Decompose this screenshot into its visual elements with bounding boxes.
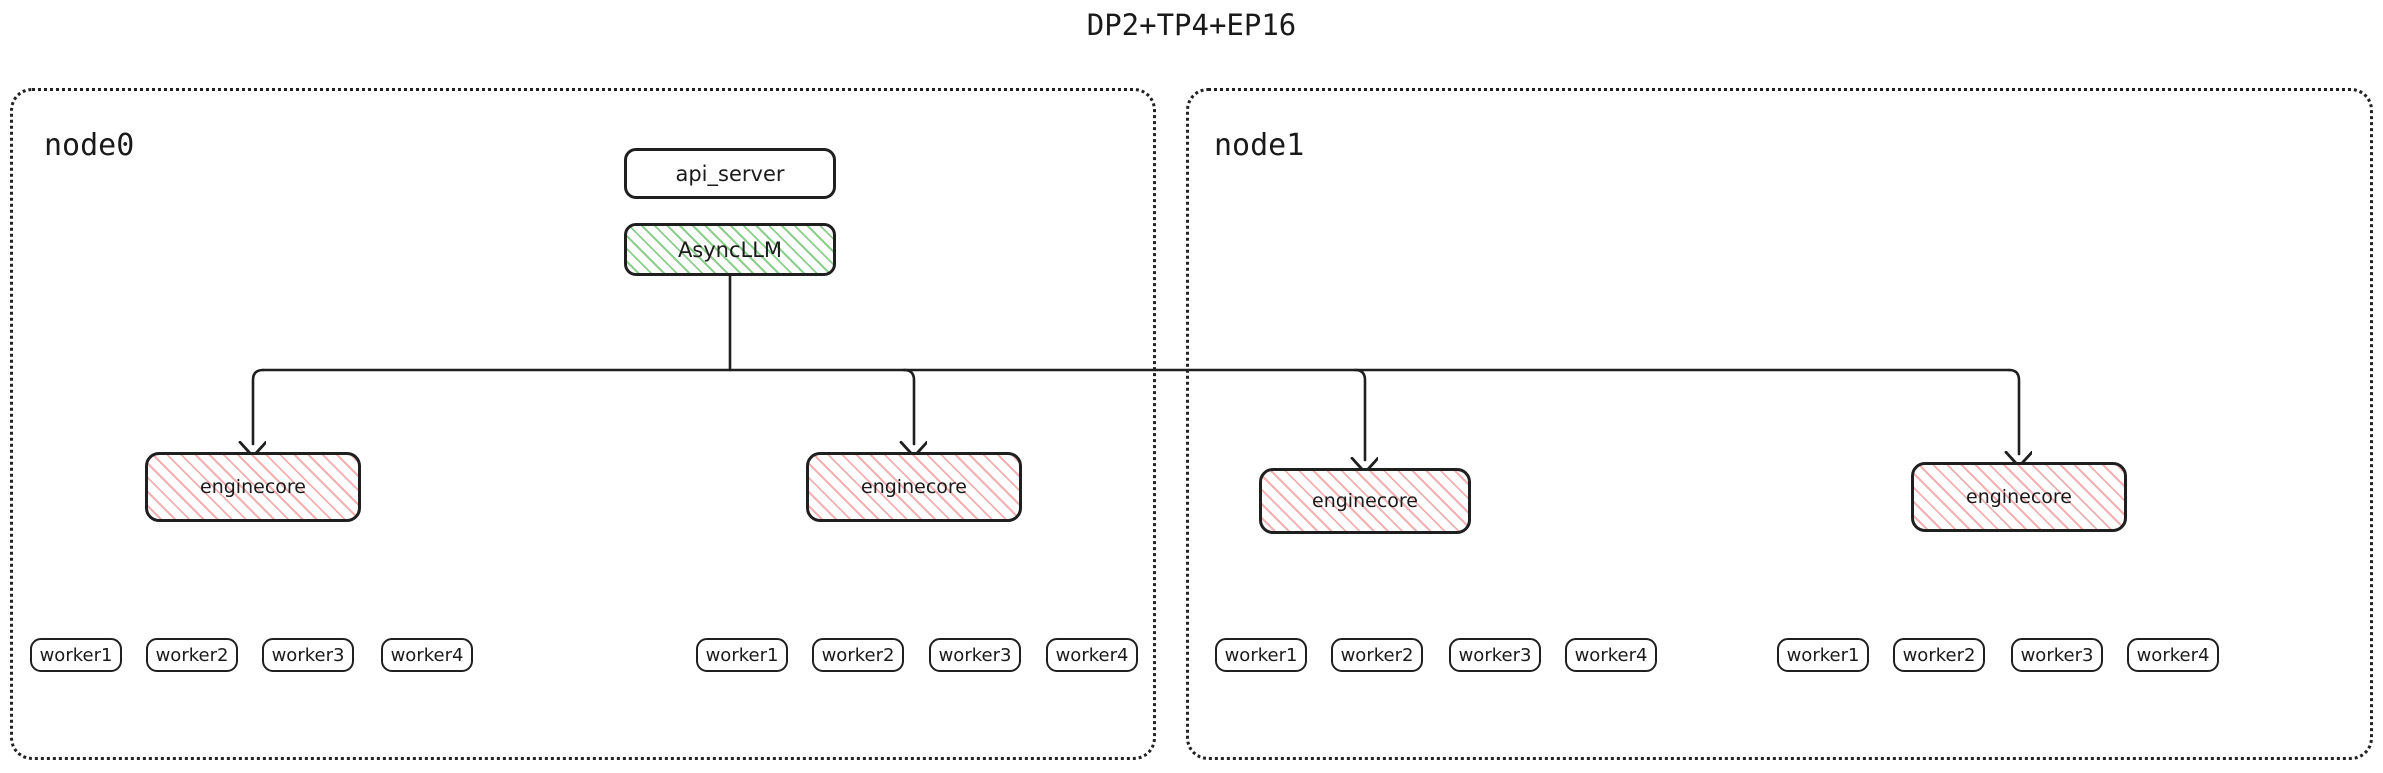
worker-box[interactable]: worker1 (696, 638, 788, 672)
worker-box[interactable]: worker2 (1893, 638, 1985, 672)
worker-box[interactable]: worker4 (381, 638, 473, 672)
worker-box[interactable]: worker4 (1565, 638, 1657, 672)
worker-box[interactable]: worker1 (30, 638, 122, 672)
worker-box[interactable]: worker3 (1449, 638, 1541, 672)
node-label-node1: node1 (1214, 128, 1305, 163)
api-server-box[interactable]: api_server (624, 148, 836, 199)
page-title: DP2+TP4+EP16 (1086, 8, 1297, 42)
node-container-node1 (1186, 88, 2373, 760)
enginecore-box[interactable]: enginecore (145, 452, 361, 522)
worker-box[interactable]: worker3 (262, 638, 354, 672)
worker-box[interactable]: worker4 (2127, 638, 2219, 672)
node-container-node0 (10, 88, 1156, 760)
worker-box[interactable]: worker4 (1046, 638, 1138, 672)
worker-box[interactable]: worker3 (2011, 638, 2103, 672)
worker-box[interactable]: worker3 (929, 638, 1021, 672)
worker-box[interactable]: worker1 (1777, 638, 1869, 672)
enginecore-box[interactable]: enginecore (1259, 468, 1471, 534)
worker-box[interactable]: worker2 (146, 638, 238, 672)
node-label-node0: node0 (44, 128, 135, 163)
worker-box[interactable]: worker2 (812, 638, 904, 672)
async-llm-box[interactable]: AsyncLLM (624, 223, 836, 276)
worker-box[interactable]: worker2 (1331, 638, 1423, 672)
enginecore-box[interactable]: enginecore (806, 452, 1022, 522)
worker-box[interactable]: worker1 (1215, 638, 1307, 672)
enginecore-box[interactable]: enginecore (1911, 462, 2127, 532)
